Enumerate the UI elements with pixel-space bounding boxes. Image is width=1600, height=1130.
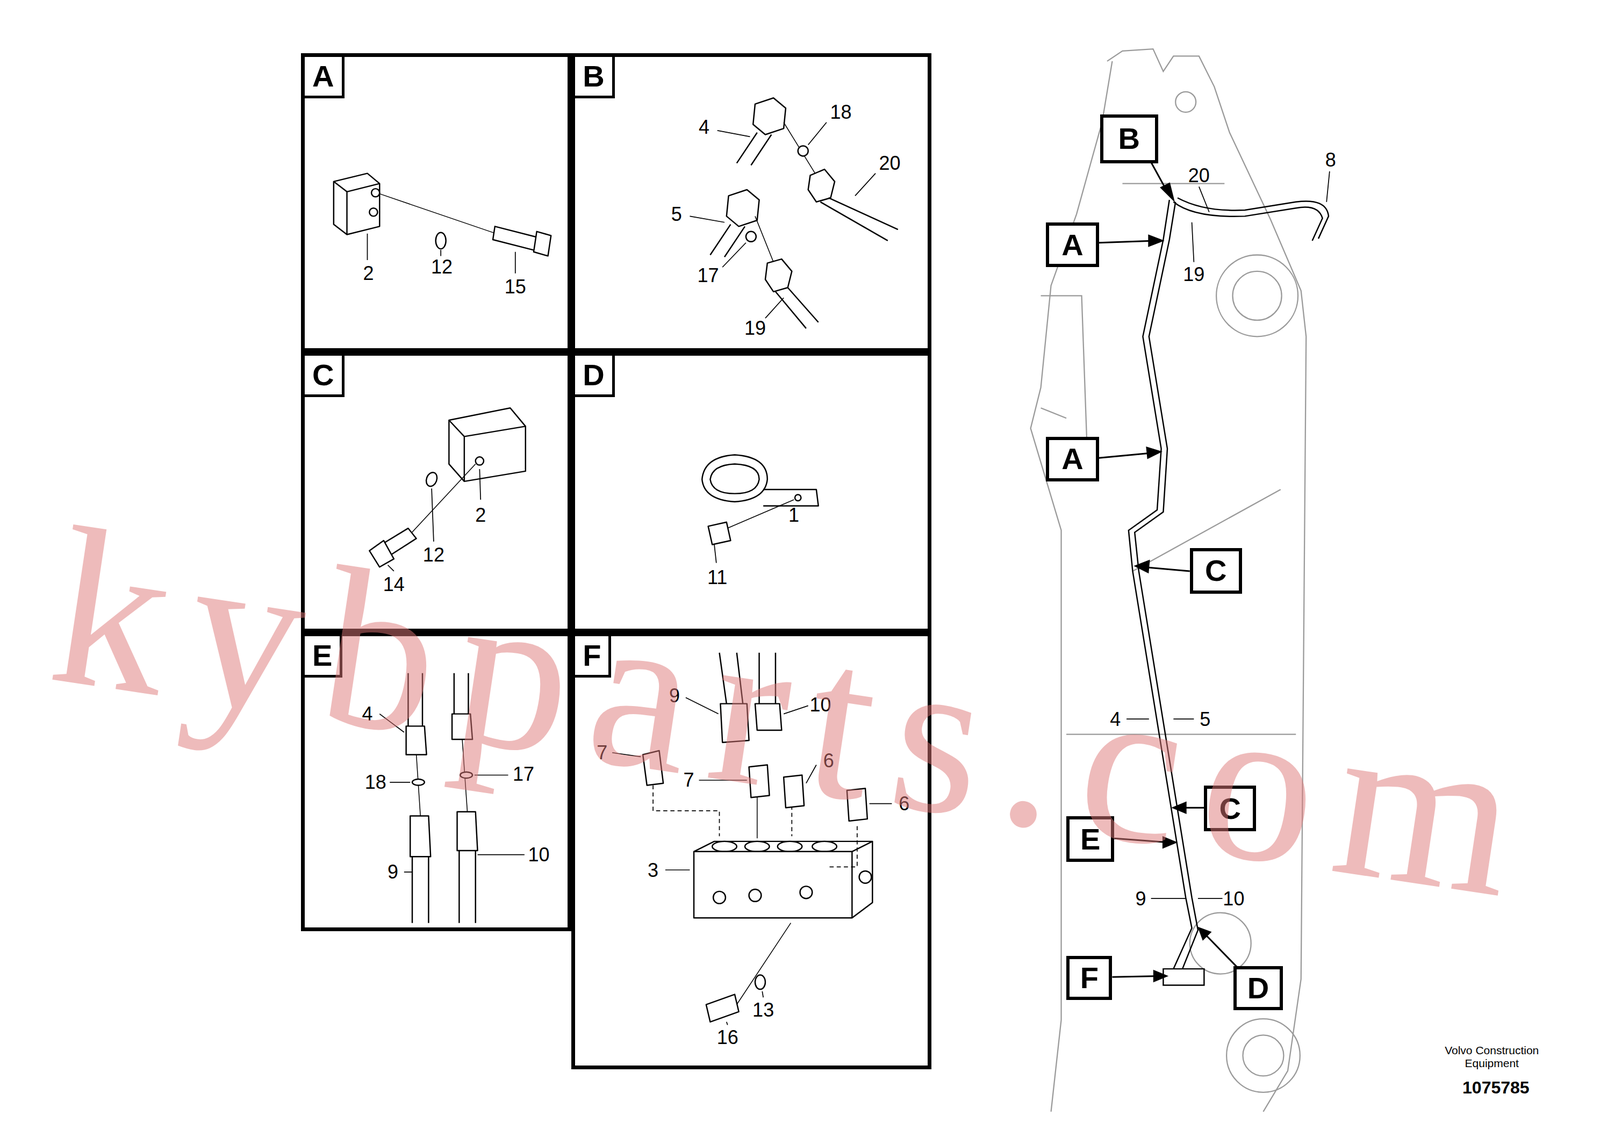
callout-number: 19 — [744, 318, 766, 339]
panel-letter: F — [575, 636, 612, 678]
detail-panel: F — [571, 632, 932, 1070]
callout-number: 10 — [809, 695, 831, 715]
callout-number: 15 — [504, 277, 527, 297]
detail-panel: D — [571, 352, 932, 633]
panel-letter: A — [304, 56, 344, 99]
callout-number: 12 — [422, 545, 445, 565]
callout-box: E — [1066, 816, 1115, 863]
callout-number: 6 — [898, 794, 910, 814]
callout-number: 20 — [879, 153, 901, 174]
callout-letter: B — [1118, 123, 1140, 154]
callout-number: 10 — [1222, 889, 1245, 909]
detail-panel: C — [300, 352, 572, 633]
callout-number: 4 — [1109, 709, 1121, 730]
callout-number: 13 — [752, 1000, 774, 1021]
callout-number: 16 — [716, 1028, 739, 1048]
callout-box: D — [1233, 966, 1283, 1011]
callout-number: 11 — [707, 568, 728, 588]
watermark: kybparts.com — [40, 492, 1552, 937]
callout-number: 2 — [362, 263, 374, 284]
callout-number: 6 — [823, 751, 835, 771]
callout-box: C — [1203, 785, 1257, 832]
callout-number: 7 — [596, 743, 608, 763]
callout-number: 9 — [669, 686, 680, 706]
leader-arrows — [1099, 151, 1239, 982]
callout-number: 5 — [1199, 709, 1211, 730]
callout-letter: F — [1080, 963, 1099, 994]
callout-number: 8 — [1325, 150, 1337, 170]
callout-box: C — [1189, 548, 1243, 594]
callout-box: B — [1100, 114, 1159, 164]
callout-number: 2 — [475, 505, 486, 526]
callout-number: 4 — [361, 704, 373, 724]
callout-number: 18 — [364, 772, 387, 793]
callout-letter: E — [1080, 824, 1101, 855]
callout-number: 12 — [431, 257, 453, 277]
detail-panel: B — [571, 53, 932, 353]
callout-letter: C — [1219, 793, 1241, 824]
callout-number: 17 — [697, 266, 720, 286]
callout-number: 9 — [1135, 889, 1147, 909]
panel-letter: D — [575, 355, 615, 398]
callout-number: 18 — [829, 102, 852, 123]
callout-letter: D — [1247, 973, 1269, 1004]
callout-number: 9 — [387, 862, 399, 882]
callout-number: 20 — [1188, 166, 1210, 186]
callout-letter: A — [1061, 230, 1083, 261]
callout-number: 4 — [698, 117, 710, 138]
callout-box: F — [1066, 956, 1112, 1001]
boom-hoses — [1126, 171, 1330, 986]
panel-letter: B — [575, 56, 615, 99]
callout-number: 7 — [683, 770, 695, 791]
panel-letter: E — [304, 636, 343, 678]
boom-outline — [1030, 48, 1307, 1112]
callout-number: 3 — [647, 861, 659, 881]
callout-box: A — [1045, 436, 1100, 483]
callout-letter: C — [1204, 555, 1227, 586]
callout-number: 5 — [671, 204, 683, 225]
detail-drawings — [333, 97, 899, 1025]
callout-number: 19 — [1182, 264, 1205, 285]
callout-box: A — [1045, 222, 1100, 268]
detail-panel: A — [300, 53, 572, 353]
callout-number: 1 — [788, 505, 800, 526]
callout-number: 14 — [383, 575, 405, 595]
callout-letter: A — [1061, 443, 1083, 475]
detail-panel: E — [300, 632, 572, 932]
drawing-number: 1075785 — [1462, 1079, 1530, 1097]
callout-number: 17 — [512, 764, 535, 785]
publisher-note: Volvo Construction Equipment — [1430, 1044, 1554, 1071]
panel-letter: C — [304, 355, 344, 398]
callout-number: 10 — [527, 845, 550, 865]
